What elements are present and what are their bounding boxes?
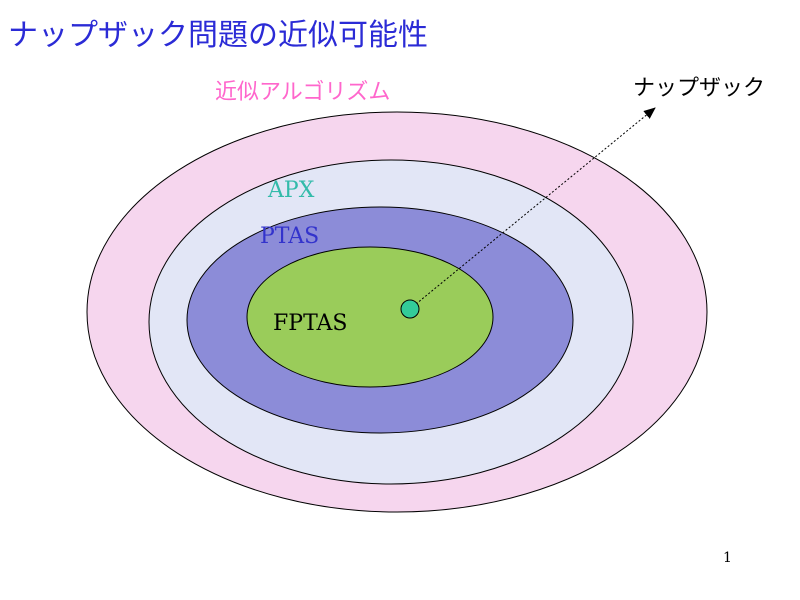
ptas-label: PTAS (260, 224, 319, 249)
slide-title: ナップザック問題の近似可能性 (8, 18, 428, 53)
knapsack-point (400, 299, 420, 319)
page-number: 1 (723, 550, 732, 566)
fptas-label: FPTAS (273, 311, 348, 336)
knapsack-label: ナップザック (633, 76, 766, 101)
knapsack-arrow (415, 107, 656, 305)
fptas-ellipse (246, 246, 494, 388)
approx-algorithms-label: 近似アルゴリズム (215, 80, 391, 105)
apx-label: APX (267, 178, 315, 203)
